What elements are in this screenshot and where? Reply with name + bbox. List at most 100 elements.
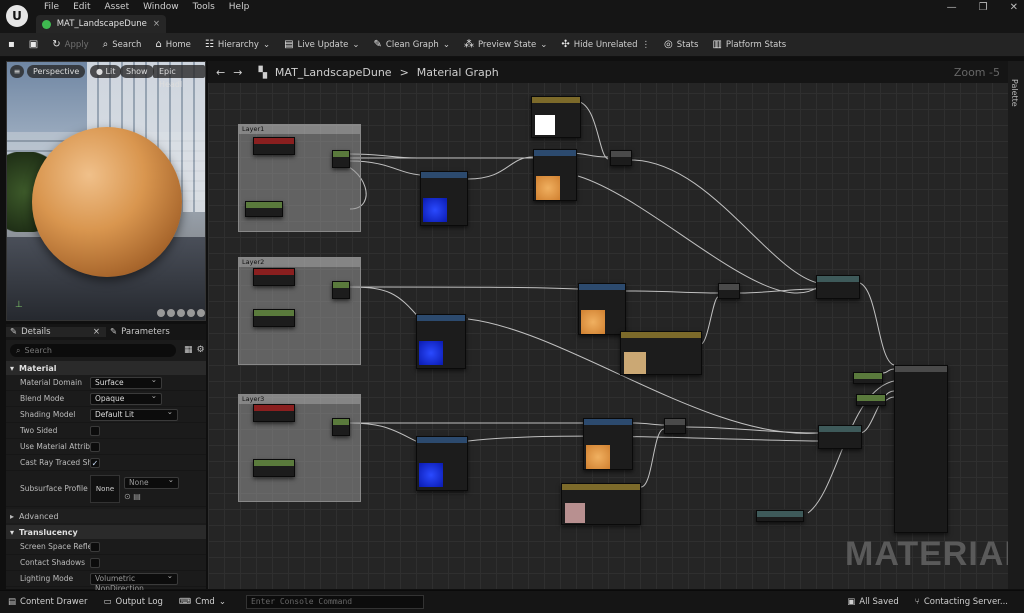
unreal-logo-icon[interactable]: U [6, 5, 28, 27]
document-tab[interactable]: MAT_LandscapeDune × [36, 15, 166, 33]
lighting-mode-dropdown[interactable]: Volumetric NonDirection [90, 573, 178, 585]
environment-button[interactable]: Epic Headl [153, 65, 205, 78]
multiply-node[interactable] [332, 281, 350, 299]
save-button[interactable]: ▪ [8, 39, 15, 50]
multiply-node[interactable] [610, 150, 632, 166]
apply-button[interactable]: ↻Apply [52, 39, 88, 50]
scalar-parameter-node[interactable] [245, 201, 283, 217]
main-menu: File Edit Asset Window Tools Help [44, 2, 249, 12]
use-selected-icon[interactable]: ⊙ [124, 492, 131, 501]
subsurface-profile-thumbnail[interactable]: None [90, 475, 120, 503]
texture-sample-node[interactable] [578, 283, 626, 335]
landscape-visibility-mask-node[interactable] [756, 510, 804, 522]
use-material-attributes-checkbox[interactable] [90, 442, 100, 452]
property-label: Cast Ray Traced Sh... [6, 458, 90, 467]
texture-sample-node[interactable] [533, 149, 577, 201]
constant-vector-node[interactable] [620, 331, 702, 375]
palette-sidebar[interactable]: Palette [1008, 61, 1024, 589]
clean-graph-button[interactable]: ✎Clean Graph⌄ [374, 39, 450, 50]
back-arrow-icon[interactable]: ← [216, 66, 225, 79]
preview-viewport[interactable]: ≡ Perspective ● Lit Show Epic Headl ⊥ [6, 61, 206, 321]
section-translucency[interactable]: ▾Translucency [6, 525, 206, 539]
platform-stats-button[interactable]: ▥Platform Stats [712, 39, 786, 50]
gear-icon[interactable]: ⚙ [197, 345, 205, 355]
cast-ray-traced-shadows-checkbox[interactable]: ✓ [90, 458, 100, 468]
texcoord-node[interactable] [253, 268, 295, 286]
tab-parameters[interactable]: ✎Parameters [106, 327, 206, 337]
close-icon[interactable]: × [93, 327, 100, 337]
texture-sample-node[interactable] [416, 436, 468, 491]
home-button[interactable]: ⌂Home [155, 39, 190, 50]
plane-preview-icon[interactable] [177, 309, 185, 317]
menu-asset[interactable]: Asset [105, 2, 130, 12]
details-search-input[interactable]: ⌕Search [10, 344, 176, 357]
cylinder-preview-icon[interactable] [157, 309, 165, 317]
multiply-node[interactable] [332, 418, 350, 436]
preview-state-button[interactable]: ⁂Preview State⌄ [464, 39, 547, 50]
menu-tools[interactable]: Tools [193, 2, 215, 12]
scalar-parameter-node[interactable] [253, 309, 295, 327]
section-advanced[interactable]: ▸Advanced [6, 509, 206, 523]
minimize-icon[interactable]: — [947, 2, 957, 13]
show-button[interactable]: Show [120, 65, 154, 78]
mesh-preview-icon[interactable] [197, 309, 205, 317]
menu-help[interactable]: Help [229, 2, 250, 12]
scalar-parameter-node[interactable] [253, 459, 295, 477]
texture-sample-node[interactable] [416, 314, 466, 369]
close-tab-icon[interactable]: × [153, 19, 160, 29]
screen-space-reflections-checkbox[interactable] [90, 542, 100, 552]
search-button[interactable]: ⌕Search [103, 39, 142, 50]
constant-vector-node[interactable] [561, 483, 641, 525]
landscape-layer-blend-node[interactable] [816, 275, 860, 299]
live-update-button[interactable]: ▤Live Update⌄ [284, 39, 359, 50]
grid-view-icon[interactable]: ▦ [184, 345, 193, 355]
output-log-button[interactable]: ▭Output Log [103, 597, 162, 607]
cube-preview-icon[interactable] [187, 309, 195, 317]
shading-model-dropdown[interactable]: Default Lit [90, 409, 178, 421]
multiply-node[interactable] [664, 418, 686, 434]
browse-asset-icon[interactable]: ▤ [133, 492, 141, 501]
tab-details[interactable]: ✎Details× [6, 327, 106, 337]
scalar-constant-node[interactable] [856, 394, 886, 406]
console-command-input[interactable]: Enter Console Command [246, 595, 424, 609]
material-graph-canvas[interactable]: Layer1 Layer2 Layer3 [208, 61, 1008, 589]
viewport-menu-icon[interactable]: ≡ [10, 65, 24, 78]
menu-file[interactable]: File [44, 2, 59, 12]
more-options-icon[interactable]: ⋮ [642, 40, 651, 50]
stats-button[interactable]: ◎Stats [664, 39, 698, 50]
menu-window[interactable]: Window [143, 2, 179, 12]
multiply-node[interactable] [718, 283, 740, 299]
hierarchy-button[interactable]: ☷Hierarchy⌄ [205, 39, 270, 50]
all-saved-button[interactable]: ▣All Saved [847, 597, 899, 607]
source-control-button[interactable]: ⑂Contacting Server... [915, 597, 1008, 607]
texture-sample-node[interactable] [420, 171, 468, 226]
scalar-constant-node[interactable] [853, 372, 883, 384]
menu-edit[interactable]: Edit [73, 2, 90, 12]
forward-arrow-icon[interactable]: → [233, 66, 242, 79]
multiply-node[interactable] [332, 150, 350, 168]
cmd-dropdown[interactable]: ⌨Cmd⌄ [179, 597, 226, 607]
material-result-node[interactable] [894, 365, 948, 533]
texcoord-node[interactable] [253, 137, 295, 155]
blend-mode-dropdown[interactable]: Opaque [90, 393, 162, 405]
section-material[interactable]: ▾Material [6, 361, 206, 375]
texcoord-node[interactable] [253, 404, 295, 422]
close-window-icon[interactable]: ✕ [1010, 2, 1018, 13]
contact-shadows-checkbox[interactable] [90, 558, 100, 568]
breadcrumb-graph[interactable]: Material Graph [417, 66, 499, 79]
breadcrumb-asset[interactable]: MAT_LandscapeDune [275, 66, 392, 79]
browse-button[interactable]: ▣ [29, 39, 38, 50]
lit-button[interactable]: ● Lit [90, 65, 121, 78]
two-sided-checkbox[interactable] [90, 426, 100, 436]
content-drawer-button[interactable]: ▤Content Drawer [8, 597, 87, 607]
subsurface-profile-dropdown[interactable]: None [124, 477, 179, 489]
constant-vector-node[interactable] [531, 96, 581, 138]
hide-unrelated-button[interactable]: ✣Hide Unrelated⋮ [561, 39, 650, 50]
sphere-preview-icon[interactable] [167, 309, 175, 317]
restore-icon[interactable]: ❐ [979, 2, 988, 13]
chevron-down-icon: ⌄ [263, 40, 270, 50]
texture-sample-node[interactable] [583, 418, 633, 470]
material-domain-dropdown[interactable]: Surface [90, 377, 162, 389]
perspective-button[interactable]: Perspective [27, 65, 85, 78]
landscape-layer-blend-node[interactable] [818, 425, 862, 449]
